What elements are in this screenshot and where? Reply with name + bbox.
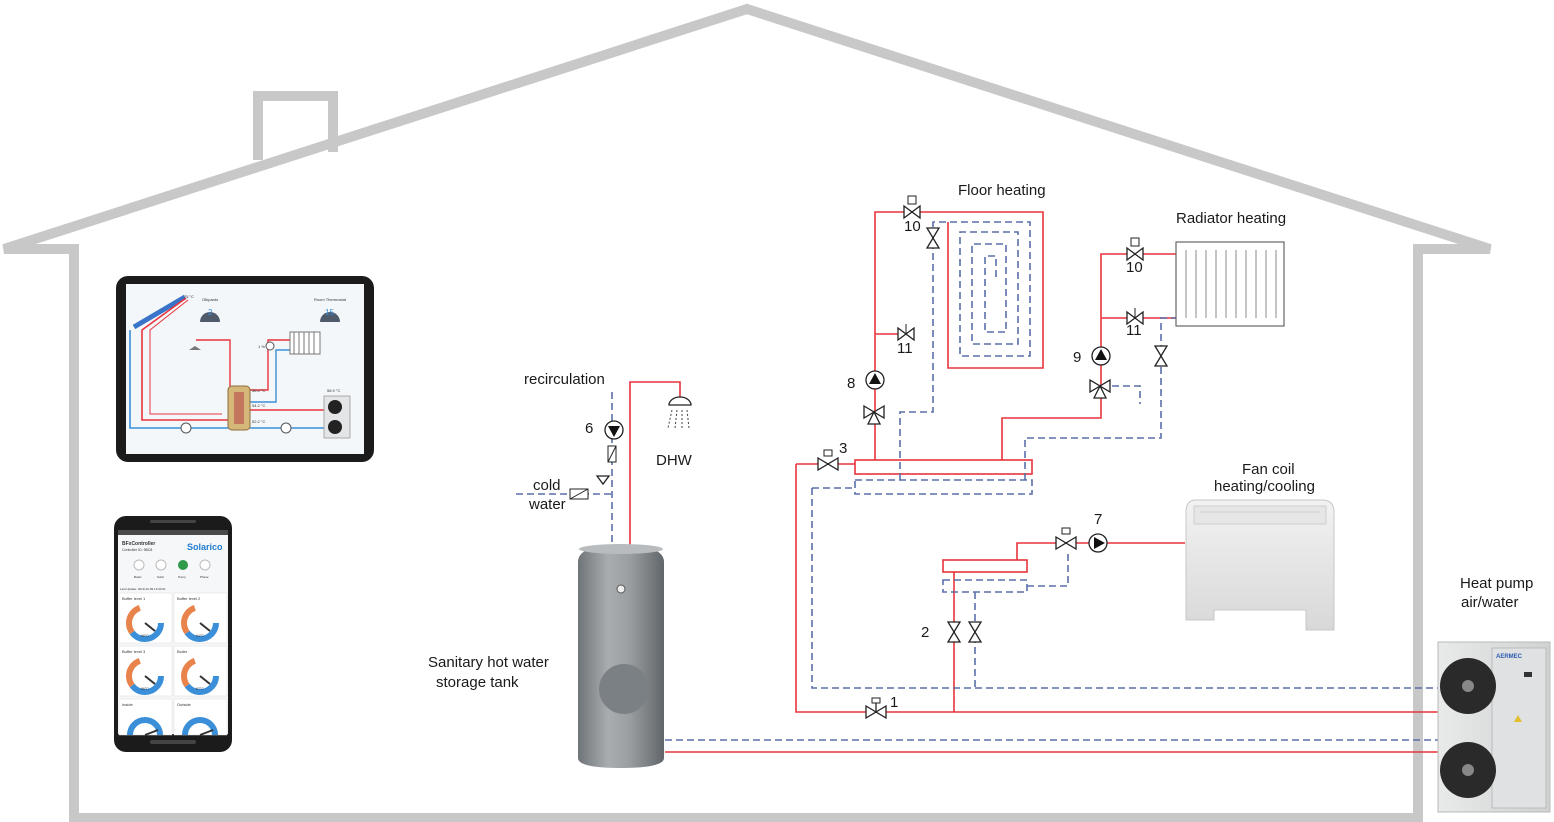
tablet-value-right: 15: [325, 308, 334, 317]
label-floor-heating: Floor heating: [958, 182, 1046, 199]
gauge-value-3: 67°C: [196, 687, 204, 691]
tablet-pump-pct: 1 %: [258, 344, 265, 349]
phone-device: BFxController Controller ID: 9BC8 Solari…: [114, 516, 232, 752]
phone-brand: Solarico: [187, 542, 223, 552]
tablet-device: Ofkpanto 2 Room Thermostat 15 75 °C 56.4…: [116, 276, 374, 462]
radiator: [1175, 241, 1285, 327]
phone-toggle-1: Sol/2: [157, 575, 164, 579]
tablet-temp-3: 52.2 °C: [252, 419, 265, 424]
num-valve-2: 2: [921, 624, 929, 641]
tablet-label-right: Room Thermostat: [314, 297, 347, 302]
pump-symbols: [604, 346, 1111, 553]
phone-app-title: BFxController: [122, 541, 155, 547]
gauge-value-0: 66°C: [141, 634, 149, 638]
gauge-name-3: Boiler: [177, 649, 188, 654]
label-fan-coil-line1: Fan coil: [1242, 461, 1295, 478]
storage-tank: [578, 544, 664, 768]
tablet-temp-top: 75 °C: [184, 294, 194, 299]
gauge-value-2: 66°C: [141, 687, 149, 691]
return-pipes: [516, 221, 1440, 741]
phone-toggle-0: Boiler: [134, 575, 142, 579]
label-radiator-heating: Radiator heating: [1176, 210, 1286, 227]
num-valve-1: 1: [890, 694, 898, 711]
label-water: water: [528, 496, 566, 513]
gauge-name-1: Buffer level 2: [177, 596, 201, 601]
phone-toggle-3: Phase: [200, 575, 209, 579]
house-outline: [2, 3, 1492, 822]
gauge-name-2: Buffer level 3: [122, 649, 146, 654]
phone-last-update: Last Update: 2019-10-09 14:03:01: [120, 587, 166, 591]
phone-toggles: Boiler Sol/2 Pump Phase: [133, 559, 211, 579]
heat-pump-brand: AERMEC: [1496, 654, 1523, 660]
diagram-labels: recirculation cold water DHW Sanitary ho…: [428, 182, 1533, 711]
gauge-name-5: Outside: [177, 702, 192, 707]
num-valve-10-radiator: 10: [1126, 259, 1143, 276]
label-tank-line1: Sanitary hot water: [428, 654, 549, 671]
tablet-value-left: 2: [208, 308, 213, 317]
num-pump-9: 9: [1073, 349, 1081, 366]
num-valve-10-floor: 10: [904, 218, 921, 235]
label-heat-pump-line2: air/water: [1461, 594, 1519, 611]
label-cold: cold: [533, 477, 561, 494]
phone-gauge-cards: Buffer level 1 Buffer level 2 Buffer lev…: [118, 592, 228, 736]
valve-symbols: [569, 195, 1169, 720]
tablet-temp-hp: 58.9 °C: [327, 388, 340, 393]
label-heat-pump-line1: Heat pump: [1460, 575, 1533, 592]
num-pump-7: 7: [1094, 511, 1102, 528]
num-valve-11-radiator: 11: [1126, 322, 1142, 339]
label-tank-line2: storage tank: [436, 674, 519, 691]
fan-coil-unit: [1185, 499, 1335, 631]
gauge-name-4: Inside: [122, 702, 133, 707]
gauge-value-1: 64°C: [196, 634, 204, 638]
heat-pump-unit: AERMEC: [1437, 641, 1551, 813]
tablet-temp-2: 54.2 °C: [252, 403, 265, 408]
label-fan-coil-line2: heating/cooling: [1214, 478, 1315, 495]
gauge-name-0: Buffer level 1: [122, 596, 146, 601]
label-recirculation: recirculation: [524, 371, 605, 388]
num-pump-8: 8: [847, 375, 855, 392]
num-pump-6: 6: [585, 420, 593, 437]
num-valve-11-floor: 11: [897, 340, 913, 357]
phone-toggle-2: Pump: [178, 575, 186, 579]
num-valve-3: 3: [839, 440, 847, 457]
shower-icon: [667, 396, 692, 429]
supply-pipes: [629, 211, 1440, 753]
phone-controller-id: Controller ID: 9BC8: [122, 548, 152, 552]
tablet-temp-1: 56.4 °C: [252, 388, 265, 393]
tablet-label-left: Ofkpanto: [202, 297, 219, 302]
label-dhw: DHW: [656, 452, 693, 469]
